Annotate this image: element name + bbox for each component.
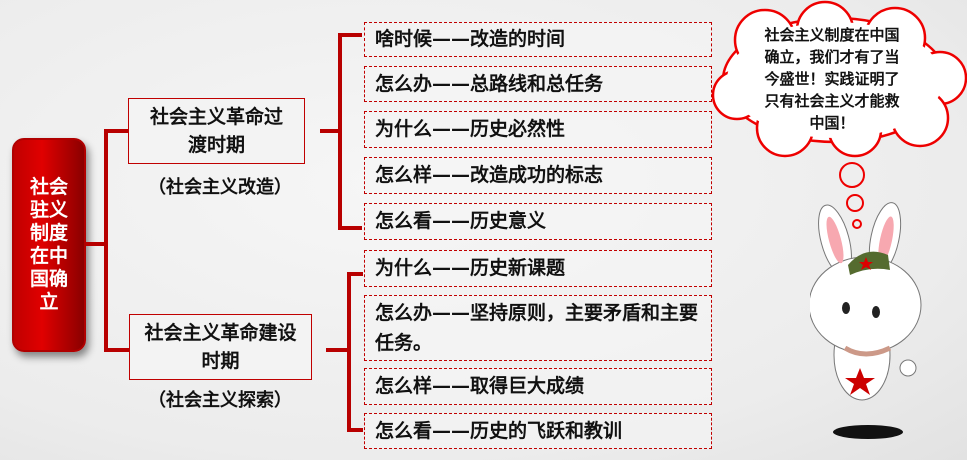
connector xyxy=(347,272,363,276)
list-item: 怎么办——坚持原则，主要矛盾和主要任务。 xyxy=(364,295,712,361)
connector xyxy=(338,226,362,230)
connector xyxy=(104,129,108,352)
period-subtitle: （社会主义探索） xyxy=(148,390,292,411)
period-title: 社会主义革命建设时期 xyxy=(144,322,297,372)
list-item: 怎么样——改造成功的标志 xyxy=(364,157,712,194)
list-item: 为什么——历史新课题 xyxy=(364,250,712,287)
root-topic-box: 社会驻义制度在中国确立 xyxy=(12,138,86,352)
list-item: 啥时候——改造的时间 xyxy=(364,22,712,57)
connector xyxy=(347,428,363,432)
period-subtitle: （社会主义改造） xyxy=(148,177,292,198)
period-title: 社会主义革命过渡时期 xyxy=(149,106,283,156)
connector xyxy=(320,129,340,133)
list-item: 怎么看——历史意义 xyxy=(364,203,712,240)
period-box-construction: 社会主义革命建设时期 xyxy=(129,314,312,380)
period-box-transition: 社会主义革命过渡时期 xyxy=(128,98,305,164)
bunny-mascot-icon xyxy=(810,202,922,439)
list-item: 怎么样——取得巨大成绩 xyxy=(364,368,712,405)
root-topic-label: 社会驻义制度在中国确立 xyxy=(29,176,68,313)
connector xyxy=(104,348,129,352)
connector xyxy=(104,129,128,133)
connector xyxy=(338,33,362,37)
connector xyxy=(326,348,350,352)
connector xyxy=(338,33,342,230)
list-item: 怎么看——历史的飞跃和教训 xyxy=(364,413,712,449)
thought-bubble-text: 社会主义制度在中国确立，我们才有了当今盛世！实践证明了只有社会主义才能救中国！ xyxy=(764,26,900,132)
connector xyxy=(86,242,106,246)
thought-cloud-icon xyxy=(711,0,967,229)
list-item: 怎么办——总路线和总任务 xyxy=(364,66,712,102)
connector xyxy=(347,272,351,432)
list-item: 为什么——历史必然性 xyxy=(364,111,712,148)
